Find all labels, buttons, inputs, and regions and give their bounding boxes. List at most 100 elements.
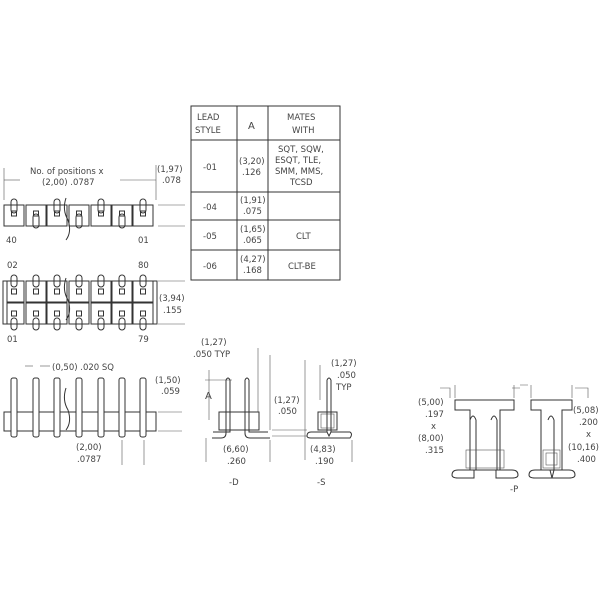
pitch-mm: (2,00) [76,443,102,453]
row-style: -05 [203,232,217,242]
pin-tail [118,213,126,229]
row-a-mm: (4,27) [240,255,266,265]
pin-tail [97,274,105,288]
housing-cell [111,280,133,303]
housing-end [2,280,8,325]
pin-tail [139,274,147,288]
top-view: No. of positions x (2,00) .0787 (1,97) .… [2,165,185,345]
d-offset-mm: (1,27) [274,396,300,406]
lead-style-table: LEAD STYLE A MATES WITH -01 (3,20) .126 … [190,105,341,281]
pin-post [140,310,146,317]
pin-tail [118,274,126,288]
pin-tail [32,274,40,288]
p-left-dim: (5,00) [418,398,444,408]
d-width-mm: (6,60) [223,445,249,455]
pin [118,377,126,438]
housing-cell [46,302,68,325]
pin-post [33,288,39,295]
header-style: STYLE [195,126,221,136]
housing-cell [46,280,68,303]
row-mates: SMM, MMS, [275,167,323,177]
s-width-mm: (4,83) [310,445,336,455]
label-01: 01 [138,236,149,246]
break-mark [63,277,71,321]
pin-post [33,210,39,217]
label-01-dual: 01 [7,335,18,345]
pin-tail [97,198,105,214]
s-pitch-in: .050 [337,371,356,381]
pin-tail [139,198,147,214]
pin-tail [118,317,126,331]
row-style: -04 [203,203,217,213]
row-a-in: .168 [243,266,262,276]
d-pitch-in: .050 TYP [193,350,230,360]
pin-post [11,210,17,217]
p-view: (5,00) .197 x (8,00) .315 (5,08) .200 x … [418,384,599,495]
post-size: (0,50) .020 SQ [52,363,114,373]
housing-cell [132,302,154,325]
housing-end [152,280,158,325]
label-79: 79 [138,335,149,345]
row-a-mm: (3,20) [239,157,265,167]
p-left-dim: (8,00) [418,434,444,444]
p-right-dim: .400 [577,455,596,465]
p-right-dim: x [586,430,591,440]
row-a-in: .075 [243,207,262,217]
pin-post [33,310,39,317]
header-with: WITH [292,126,315,136]
pin-tail [75,274,83,288]
p-right-dim: (10,16) [568,443,599,453]
pin-tail [75,213,83,229]
pin [32,377,40,438]
body-height-mm: (1,50) [155,376,181,386]
break-mark [63,197,71,241]
p-left-dim: .315 [425,446,444,456]
pin-post [98,288,104,295]
housing-cell [90,302,112,325]
row-a-mm: (1,65) [240,225,266,235]
row-a-in: .065 [243,236,262,246]
pin-post [119,210,125,217]
pitch-in: .0787 [77,455,101,465]
dual-width-in: .155 [163,306,182,316]
s-pitch-mm: (1,27) [331,359,357,369]
pin [139,377,147,438]
pin-tail [53,274,61,288]
s-width-in: .190 [315,457,334,467]
body-height-in: .059 [161,387,180,397]
pin-tail [97,317,105,331]
row-mates: ESQT, TLE, [275,156,321,166]
row-mates: TCSD [289,178,313,188]
pin-post [54,310,60,317]
pin-post [119,288,125,295]
width-in: .078 [162,176,181,186]
pin-tail [32,213,40,229]
pin-tail [75,317,83,331]
pin-tail [10,317,18,331]
p-left-dim: x [431,422,436,432]
pin-tail [139,317,147,331]
pin-post [76,288,82,295]
pitch-label: (2,00) .0787 [42,178,95,188]
pin-post [140,288,146,295]
pin-post [98,310,104,317]
label-40: 40 [6,236,17,246]
width-mm: (1,97) [157,165,183,175]
label-80: 80 [138,261,149,271]
pin-tail [53,198,61,214]
housing-cell [25,302,47,325]
row-mates: CLT [296,232,312,242]
header-lead: LEAD [197,113,220,123]
pin-post [54,210,60,217]
a-label: A [205,391,212,402]
pin-tail [10,198,18,214]
s-view: (1,27) .050 TYP (4,83) .190 -S [304,359,357,488]
row-mates: CLT-BE [288,262,316,272]
d-view: (1,27) .050 TYP A (1,27) .050 (6,60) .26… [193,338,307,488]
housing-cell [111,302,133,325]
d-width-in: .260 [227,457,246,467]
break-mark [63,387,71,431]
housing-cell [68,280,90,303]
pin-post [76,210,82,217]
